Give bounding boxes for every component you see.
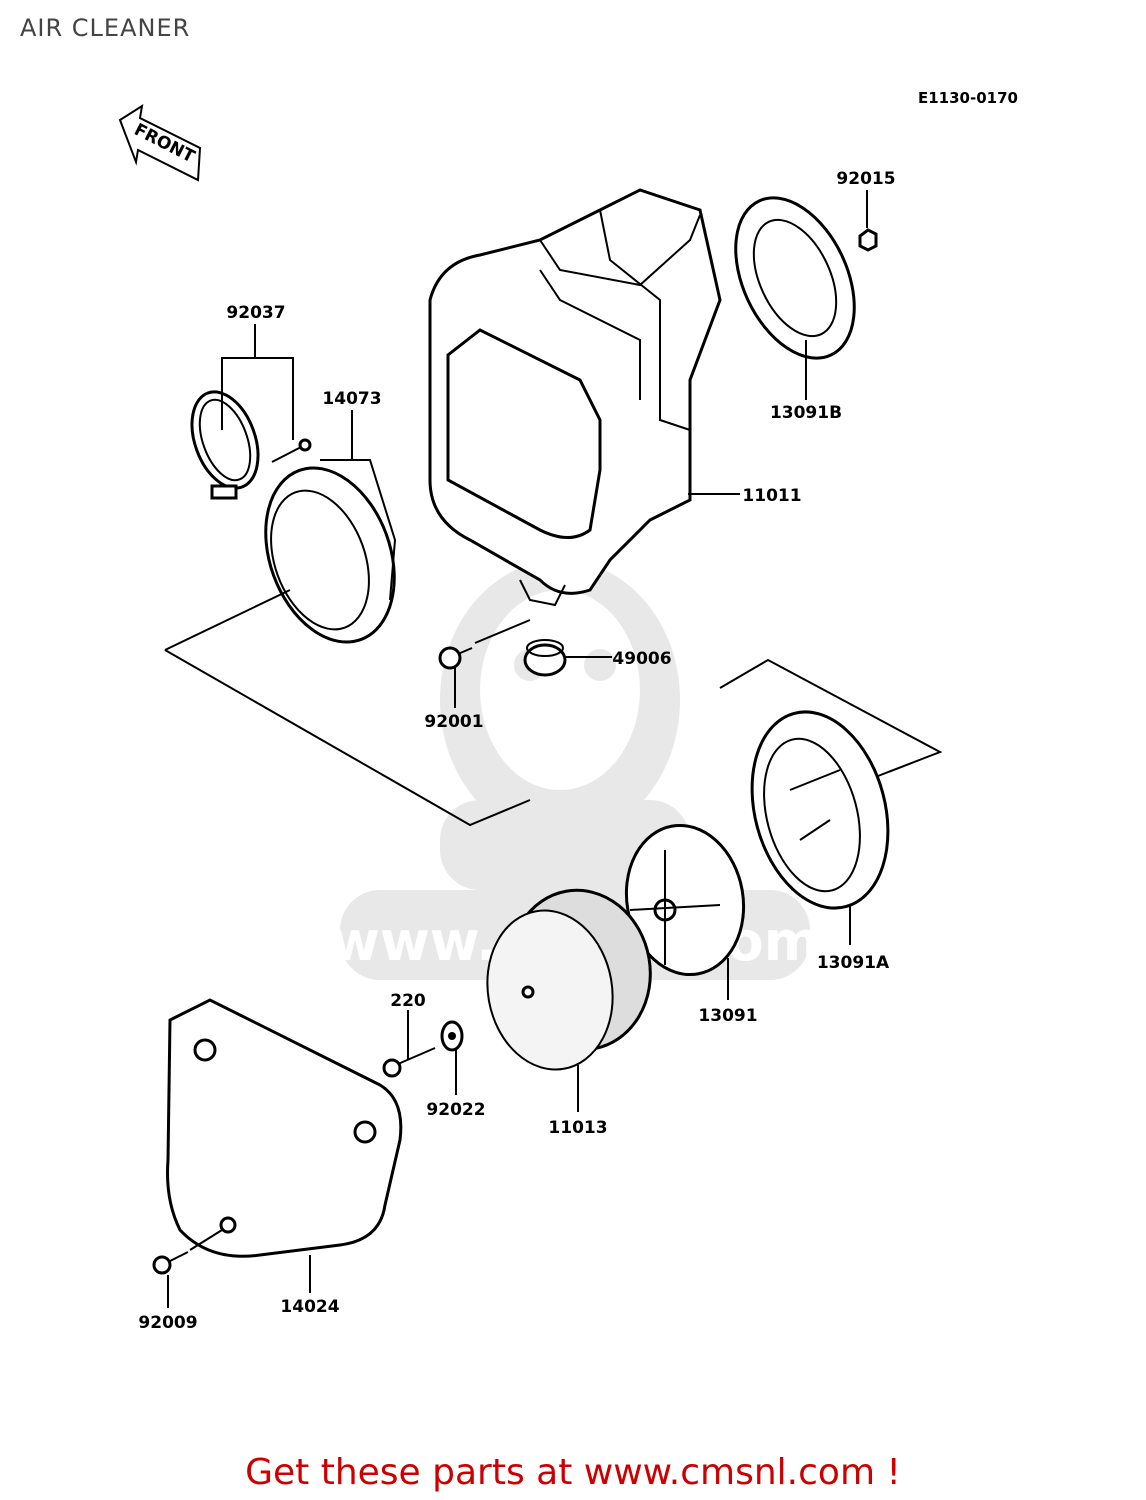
bolt-92001 <box>438 646 473 670</box>
diagram-code: E1130-0170 <box>918 89 1018 107</box>
washer-92022 <box>440 1020 464 1052</box>
part-number-92037: 92037 <box>226 303 285 323</box>
grommet-49006 <box>523 639 567 677</box>
nut-92015 <box>858 228 878 252</box>
bolt-92009 <box>152 1251 189 1275</box>
band-92037 <box>190 390 260 500</box>
part-number-92015: 92015 <box>836 169 895 189</box>
part-number-92022: 92022 <box>426 1100 485 1120</box>
page-title: AIR CLEANER <box>20 14 191 42</box>
filter-element-11013 <box>486 888 652 1071</box>
front-arrow-label: FRONT <box>131 120 198 168</box>
part-number-11011: 11011 <box>742 486 801 506</box>
footer-cta-link[interactable]: Get these parts at www.cmsnl.com ! <box>245 1452 901 1493</box>
part-number-92009: 92009 <box>138 1313 197 1333</box>
bolt-220 <box>382 1047 436 1078</box>
part-number-14073: 14073 <box>322 389 381 409</box>
gasket-13091b <box>734 196 856 360</box>
assembly-guide-lines <box>164 589 943 827</box>
part-number-49006: 49006 <box>612 649 671 669</box>
part-number-220: 220 <box>390 991 426 1011</box>
part-number-13091b: 13091B <box>770 403 842 423</box>
part-number-11013: 11013 <box>548 1118 607 1138</box>
side-cover-14024 <box>166 998 403 1258</box>
part-number-13091a: 13091A <box>817 953 890 973</box>
part-number-92001: 92001 <box>424 712 483 732</box>
screw-92037 <box>271 438 312 463</box>
leader-lines <box>167 190 868 1308</box>
part-number-14024: 14024 <box>280 1297 339 1317</box>
frame-13091 <box>624 823 746 977</box>
cap-14073 <box>264 459 397 644</box>
base-plate-13091a <box>750 710 890 910</box>
front-arrow-icon: FRONT <box>118 103 202 182</box>
part-number-13091: 13091 <box>698 1006 757 1026</box>
air-cleaner-housing <box>428 188 722 607</box>
